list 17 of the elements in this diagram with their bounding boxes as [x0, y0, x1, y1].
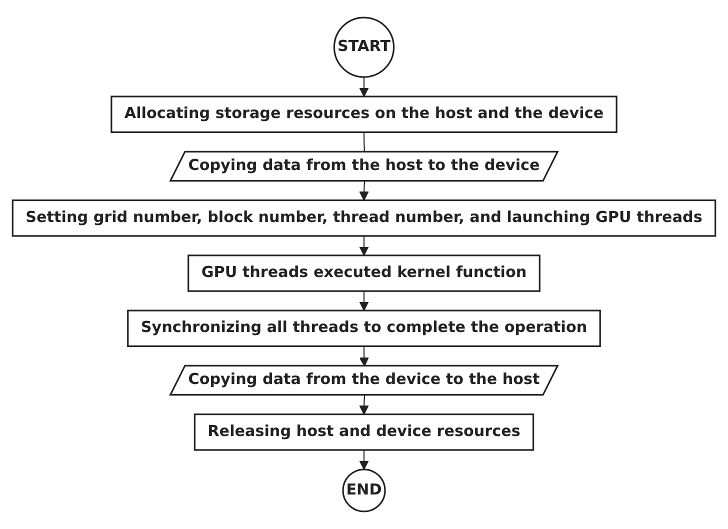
node-box: Setting grid number, block number, thread number, and launching GPU threads [12, 199, 716, 237]
node-box: Copying data from the device to the host [169, 364, 559, 396]
arrow [359, 291, 369, 311]
arrow [359, 395, 369, 415]
arrow [359, 346, 369, 367]
node-box: Copying data from the host to the device [169, 150, 559, 182]
arrow [359, 236, 369, 256]
connector [363, 132, 366, 152]
node-circle: END [342, 468, 386, 512]
node-box: Allocating storage resources on the host and the device [110, 96, 618, 133]
arrow [359, 77, 369, 97]
node-box: GPU threads executed kernel function [188, 254, 540, 292]
node-box: Synchronizing all threads to complete the operation [127, 310, 601, 348]
arrow [359, 450, 369, 470]
node-circle: START [333, 16, 395, 78]
arrow [359, 181, 369, 201]
node-box: Releasing host and device resources [194, 414, 534, 451]
